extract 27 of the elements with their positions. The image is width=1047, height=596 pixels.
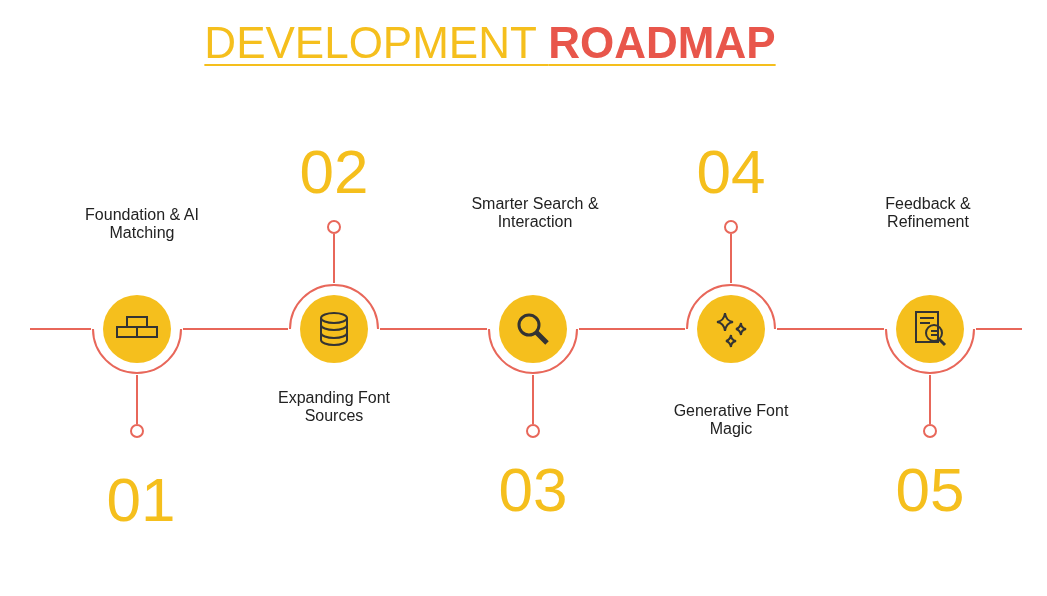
step-number: 02	[298, 140, 370, 204]
connector-line	[333, 233, 335, 284]
connector-line	[532, 374, 534, 425]
step-number: 01	[105, 468, 177, 532]
diagram-title: DEVELOPMENT ROADMAP	[203, 18, 777, 68]
pin-circle	[724, 220, 738, 234]
step-title: Expanding Font Sources	[276, 389, 392, 425]
step-title: Generative Font Magic	[672, 402, 790, 438]
connector-line	[929, 374, 931, 425]
connector-line	[730, 233, 732, 284]
step-title: Feedback & Refinement	[884, 195, 972, 231]
step-number: 03	[497, 458, 569, 522]
connector-line	[29, 328, 92, 330]
step-title: Smarter Search & Interaction	[470, 195, 600, 231]
connector-line	[136, 374, 138, 425]
connector-line	[975, 328, 1023, 330]
step-number: 05	[894, 458, 966, 522]
connector-line	[182, 328, 289, 330]
pin-circle	[327, 220, 341, 234]
pin-circle	[923, 424, 937, 438]
step-title: Foundation & AI Matching	[84, 206, 200, 242]
connector-line	[776, 328, 885, 330]
connector-line	[379, 328, 488, 330]
pin-circle	[130, 424, 144, 438]
pin-circle	[526, 424, 540, 438]
step-number: 04	[695, 140, 767, 204]
connector-line	[578, 328, 686, 330]
